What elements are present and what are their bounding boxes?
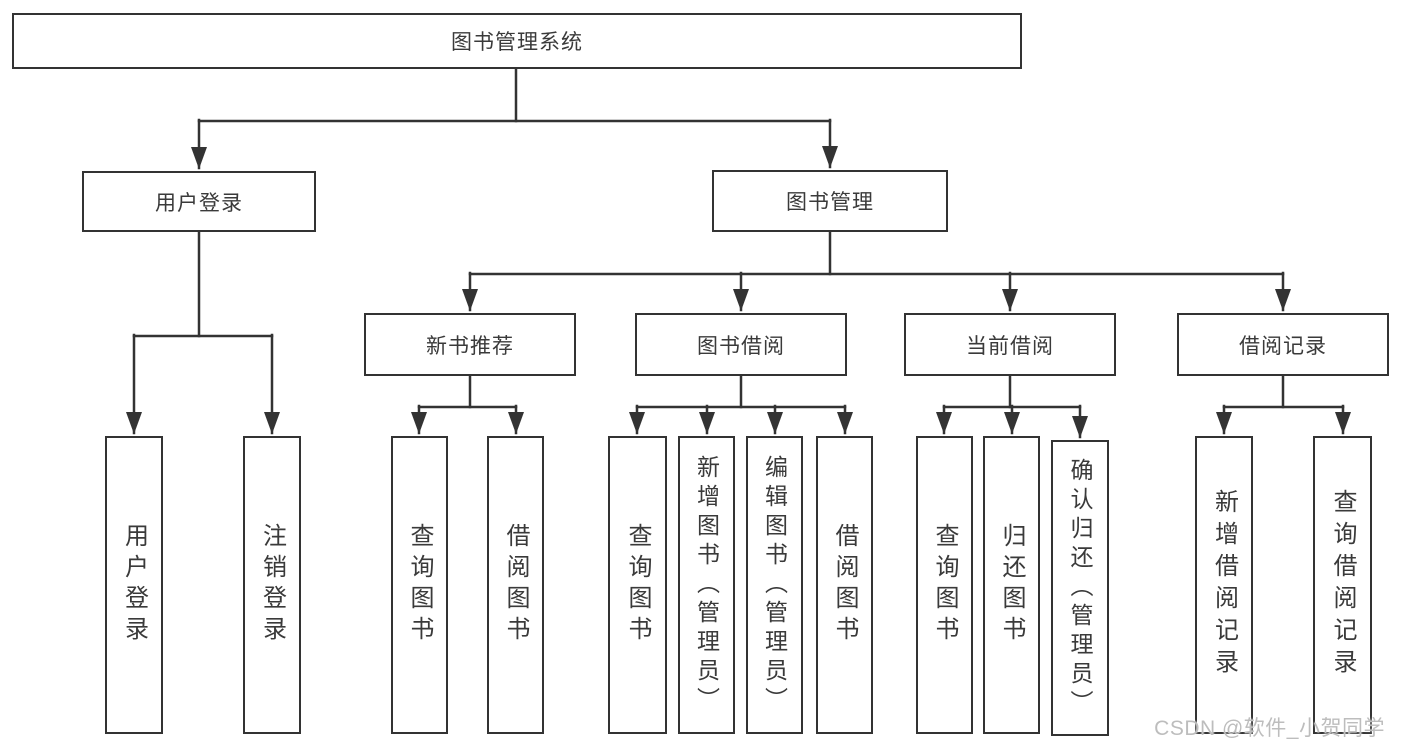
leaf-user-login-label: 用户登录 (120, 523, 148, 647)
leaf-query-books-current: 查询图书 (916, 436, 973, 734)
node-book-management: 图书管理 (712, 170, 948, 232)
node-borrow-records: 借阅记录 (1177, 313, 1389, 376)
leaf-query-borrow-record: 查询借阅记录 (1313, 436, 1372, 734)
leaf-edit-books-admin-label: 编辑图书（管理员） (761, 454, 788, 716)
leaf-query-books-recommend: 查询图书 (391, 436, 448, 734)
leaf-add-borrow-record-label: 新增借阅记录 (1210, 489, 1238, 681)
node-root-label: 图书管理系统 (451, 31, 583, 54)
leaf-query-books-recommend-label: 查询图书 (406, 523, 433, 647)
node-current-borrow-label: 当前借阅 (966, 334, 1054, 358)
node-user-login-label: 用户登录 (155, 191, 243, 215)
leaf-add-books-admin: 新增图书（管理员） (678, 436, 735, 734)
node-user-login: 用户登录 (82, 171, 316, 232)
node-current-borrow: 当前借阅 (904, 313, 1116, 376)
node-new-book-recommend-label: 新书推荐 (426, 334, 514, 358)
leaf-query-books-current-label: 查询图书 (931, 523, 958, 647)
leaf-confirm-return-admin: 确认归还（管理员） (1051, 440, 1109, 736)
leaf-confirm-return-admin-label: 确认归还（管理员） (1067, 457, 1093, 719)
leaf-return-books: 归还图书 (983, 436, 1040, 734)
leaf-add-borrow-record: 新增借阅记录 (1195, 436, 1253, 734)
node-new-book-recommend: 新书推荐 (364, 313, 576, 376)
leaf-logout: 注销登录 (243, 436, 301, 734)
leaf-borrow-books-recommend-label: 借阅图书 (502, 523, 529, 647)
leaf-borrow-books-recommend: 借阅图书 (487, 436, 544, 734)
leaf-query-books-borrow: 查询图书 (608, 436, 667, 734)
node-root-library-system: 图书管理系统 (12, 13, 1022, 69)
leaf-user-login: 用户登录 (105, 436, 163, 734)
node-borrow-records-label: 借阅记录 (1239, 334, 1327, 358)
node-book-management-label: 图书管理 (786, 191, 874, 214)
leaf-return-books-label: 归还图书 (998, 523, 1025, 647)
leaf-add-books-admin-label: 新增图书（管理员） (693, 454, 720, 716)
leaf-logout-label: 注销登录 (258, 523, 286, 647)
leaf-edit-books-admin: 编辑图书（管理员） (746, 436, 803, 734)
leaf-query-borrow-record-label: 查询借阅记录 (1329, 489, 1356, 681)
node-book-borrow: 图书借阅 (635, 313, 847, 376)
csdn-watermark: CSDN @软件_小贺同学 (1154, 717, 1385, 740)
node-book-borrow-label: 图书借阅 (697, 334, 785, 358)
leaf-query-books-borrow-label: 查询图书 (624, 523, 651, 647)
leaf-borrow-books: 借阅图书 (816, 436, 873, 734)
leaf-borrow-books-label: 借阅图书 (831, 523, 858, 647)
